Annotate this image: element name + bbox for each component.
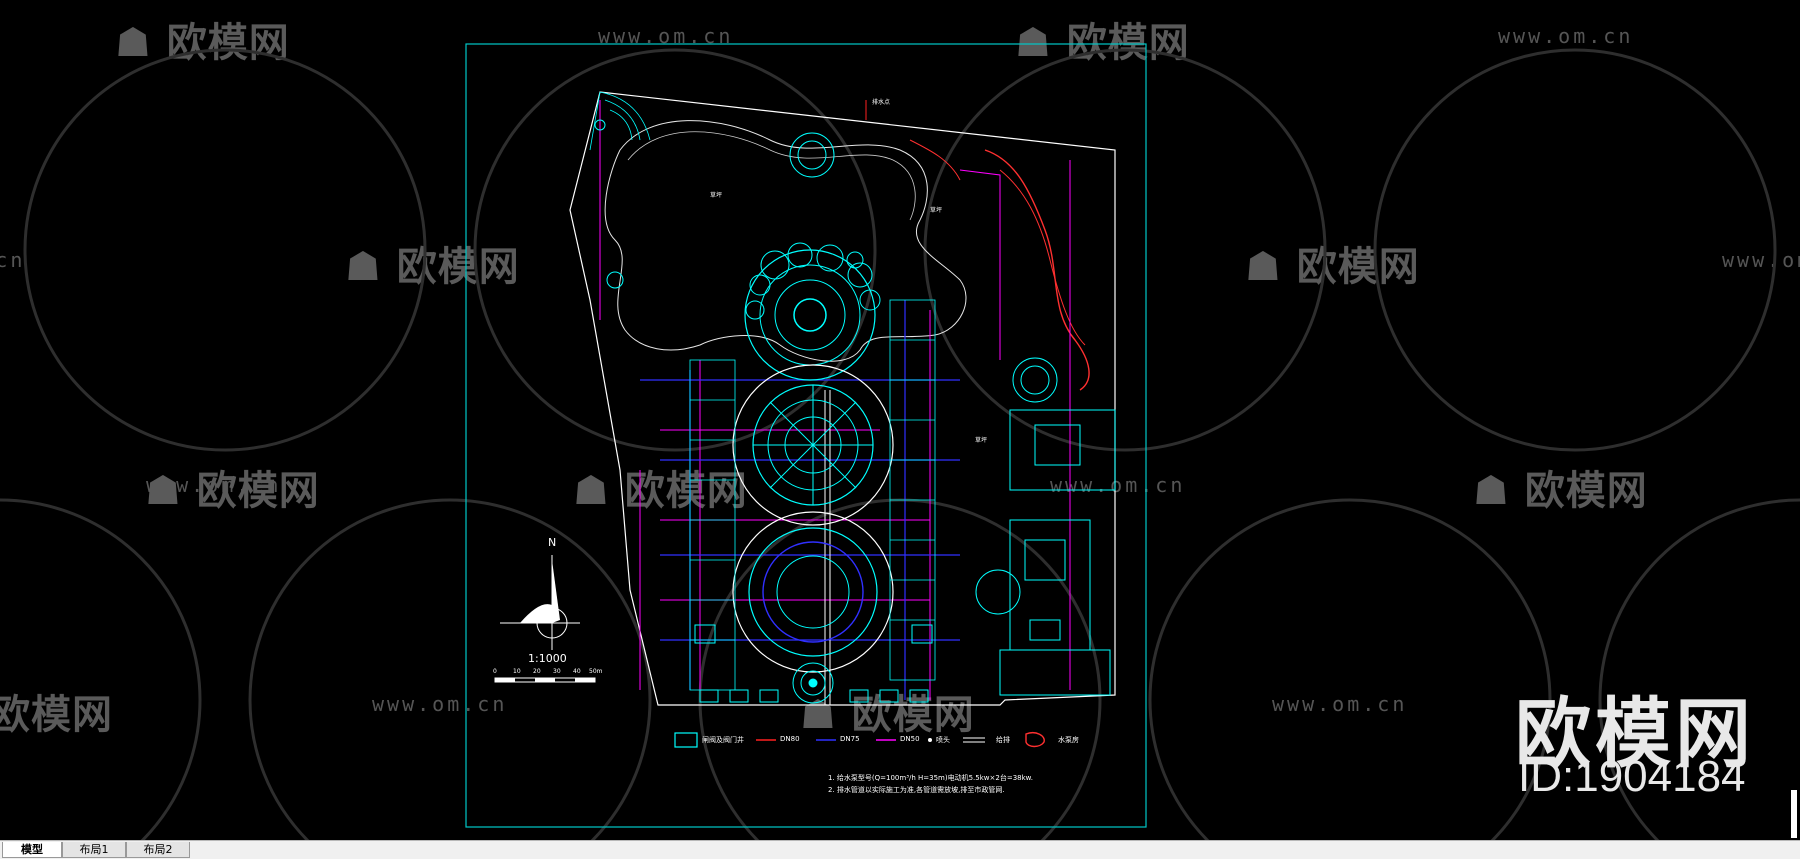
scale-tick: 50m (589, 668, 603, 675)
left-elements (594, 119, 933, 703)
scale-tick: 0 (493, 668, 497, 675)
scale-tick: 10 (513, 668, 521, 675)
red-contour (984, 149, 1090, 391)
watermark-logo: ☗ 欧模网 (1473, 468, 1648, 514)
watermark-logo: ☗ 欧模网 (145, 468, 320, 514)
legend-label: DN80 (780, 735, 800, 743)
scale-tick: 20 (533, 668, 541, 675)
pipe-dn50 (599, 100, 1071, 700)
model-id: ID:1904184 (1518, 752, 1746, 801)
watermark-url: www.om.cn (372, 692, 508, 716)
scale-bar-graphic (494, 677, 596, 683)
watermark-logo: ☗ 欧模网 (573, 468, 748, 514)
corner-fan (589, 91, 651, 151)
watermark-logo: 欧模网 (0, 692, 113, 738)
right-buildings (975, 357, 1116, 696)
lawn-label: 草坪 (975, 437, 988, 444)
watermark-logo: ☗ 欧模网 (800, 692, 975, 738)
scale-tick: 30 (553, 668, 561, 675)
lawn-label: 草坪 (710, 192, 723, 199)
watermark-logo: ☗ 欧模网 (1245, 244, 1420, 290)
tab-layout2[interactable]: 布局2 (126, 842, 190, 858)
site-boundary (569, 91, 1116, 706)
pavilion-top (789, 132, 835, 178)
legend-label: 闸阀及阀门井 (702, 736, 744, 744)
drawing-note: 1. 给水泵型号(Q=100m³/h H=35m)电动机5.5kw×2台=38k… (828, 774, 1033, 782)
north-arrow-symbol (500, 555, 580, 650)
tab-model[interactable]: 模型 (2, 842, 62, 858)
legend-label: DN75 (840, 735, 860, 743)
legend-label: 水泵房 (1058, 736, 1079, 744)
watermark-logo: ☗ 欧模网 (115, 20, 290, 66)
cad-drawing (0, 43, 1800, 840)
brand-logo-text: 欧模网 (1515, 689, 1755, 778)
lower-plaza (732, 511, 894, 673)
middle-plaza (732, 364, 894, 526)
north-label: N (548, 536, 557, 549)
legend-label: 喷头 (936, 736, 950, 744)
watermark-url: www.om.cn (0, 248, 26, 272)
valve-label: 排水点 (872, 99, 891, 106)
tab-layout1[interactable]: 布局1 (62, 842, 126, 858)
drawing-frame (465, 43, 1147, 828)
watermark-logo: ☗ 欧模网 (345, 244, 520, 290)
cad-model-space[interactable]: www.om.cn www.om.cn www.om.cn www.om.cn … (0, 0, 1800, 840)
lawn-label: 草坪 (930, 207, 943, 214)
vertical-scrollbar[interactable] (1791, 790, 1797, 838)
scale-tick: 40 (573, 668, 581, 675)
watermark-url: www.om.cn (1050, 473, 1186, 497)
legend-label: DN50 (900, 735, 920, 743)
scale-label: 1:1000 (528, 652, 567, 665)
watermark-url: www.om.cn (1722, 248, 1800, 272)
watermark-logo: ☗ 欧模网 (1015, 20, 1190, 66)
drawing-note: 2. 排水管道以实际施工为准,各管道需放坡,排至市政管网. (828, 786, 1005, 794)
lawn-outline (604, 120, 967, 362)
bottom-fountain (792, 662, 834, 704)
legend-symbols (674, 732, 1045, 748)
watermark-url: www.om.cn (146, 473, 282, 497)
watermark-url: www.om.cn (1498, 24, 1634, 48)
legend-label: 给排 (996, 736, 1010, 744)
layout-tab-bar: 模型 布局1 布局2 (0, 840, 1800, 859)
watermark-url: www.om.cn (1272, 692, 1408, 716)
